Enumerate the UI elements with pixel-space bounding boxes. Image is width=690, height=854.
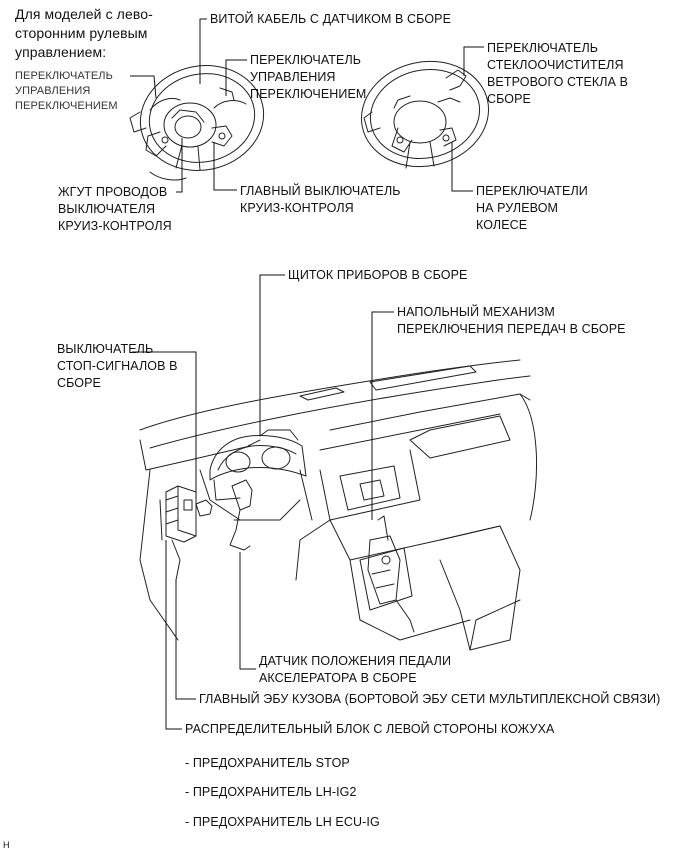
label-accelerator-sensor: ДАТЧИК ПОЛОЖЕНИЯ ПЕДАЛИ АКСЕЛЕРАТОРА В С… (259, 653, 451, 687)
fuse-item: - ПРЕДОХРАНИТЕЛЬ LH ECU-IG (185, 814, 380, 831)
stop-lamp-switch-drawing (195, 499, 213, 517)
label-line: ВЫКЛЮЧАТЕЛЬ (57, 342, 154, 356)
instrument-cluster-drawing (209, 429, 307, 501)
label-line: РАСПРЕДЕЛИТЕЛЬНЫЙ БЛОК С ЛЕВОЙ СТОРОНЫ К… (185, 722, 555, 736)
label-wiper-switch: ПЕРЕКЛЮЧАТЕЛЬ СТЕКЛООЧИСТИТЕЛЯ ВЕТРОВОГО… (487, 40, 628, 108)
corner-mark-text: H (3, 840, 10, 850)
label-line: ПЕРЕКЛЮЧЕНИЯ ПЕРЕДАЧ В СБОРЕ (397, 322, 626, 336)
label-line: ГЛАВНЫЙ ВЫКЛЮЧАТЕЛЬ (240, 184, 401, 198)
note-line: управлением: (15, 44, 107, 60)
label-line: ПЕРЕКЛЮЧАТЕЛИ (476, 184, 588, 198)
leader-lines (130, 18, 484, 730)
label-line: ВЕТРОВОГО СТЕКЛА В (487, 75, 629, 89)
label-cruise-main-switch: ГЛАВНЫЙ ВЫКЛЮЧАТЕЛЬ КРУИЗ-КОНТРОЛЯ (240, 183, 401, 217)
label-line: НАПОЛЬНЫЙ МЕХАНИЗМ (397, 305, 555, 319)
label-line: ПЕРЕКЛЮЧЕНИЕМ (250, 87, 367, 101)
label-line: ПЕРЕКЛЮЧЕНИЕМ (15, 100, 118, 112)
fuse-label: - ПРЕДОХРАНИТЕЛЬ LH ECU-IG (185, 815, 380, 829)
fuse-item: - ПРЕДОХРАНИТЕЛЬ STOP (185, 755, 350, 772)
label-line: ДАТЧИК ПОЛОЖЕНИЯ ПЕДАЛИ (259, 654, 452, 668)
label-instrument-cluster: ЩИТОК ПРИБОРОВ В СБОРЕ (288, 267, 467, 284)
label-floor-shift: НАПОЛЬНЫЙ МЕХАНИЗМ ПЕРЕКЛЮЧЕНИЯ ПЕРЕДАЧ … (397, 304, 626, 338)
label-line: ПЕРЕКЛЮЧАТЕЛЬ (487, 41, 599, 55)
fuse-item: - ПРЕДОХРАНИТЕЛЬ LH-IG2 (185, 784, 357, 801)
label-line: ПЕРЕКЛЮЧАТЕЛЬ (15, 70, 113, 82)
label-spiral-cable: ВИТОЙ КАБЕЛЬ С ДАТЧИКОМ В СБОРЕ (210, 11, 451, 28)
label-line: КРУИЗ-КОНТРОЛЯ (240, 201, 354, 215)
label-line: СБОРЕ (487, 92, 531, 106)
note-line: сторонним рулевым (15, 25, 148, 41)
label-line: ЩИТОК ПРИБОРОВ В СБОРЕ (288, 268, 468, 282)
label-line: ПЕРЕКЛЮЧАТЕЛЬ (250, 53, 362, 67)
label-main-body-ecu: ГЛАВНЫЙ ЭБУ КУЗОВА (БОРТОВОЙ ЭБУ СЕТИ МУ… (199, 691, 660, 708)
label-line: АКСЕЛЕРАТОРА В СБОРЕ (259, 671, 417, 685)
right-steering-wheel-drawing (360, 60, 490, 169)
label-line: СБОРЕ (57, 376, 101, 390)
label-line: КРУИЗ-КОНТРОЛЯ (58, 219, 172, 233)
left-steering-wheel-drawing (129, 65, 265, 181)
label-line: ВИТОЙ КАБЕЛЬ С ДАТЧИКОМ В СБОРЕ (210, 12, 452, 26)
label-line: НА РУЛЕВОМ (476, 201, 559, 215)
note-line: Для моделей с лево- (15, 6, 153, 22)
dashboard-drawing (139, 359, 538, 651)
label-stop-lamp-switch: ВЫКЛЮЧАТЕЛЬ СТОП-СИГНАЛОВ В СБОРЕ (57, 341, 178, 392)
accelerator-pedal-drawing (229, 479, 253, 551)
label-line: ГЛАВНЫЙ ЭБУ КУЗОВА (БОРТОВОЙ ЭБУ СЕТИ МУ… (199, 692, 661, 706)
label-line: ВЫКЛЮЧАТЕЛЯ (58, 202, 156, 216)
label-wheel-switches: ПЕРЕКЛЮЧАТЕЛИ НА РУЛЕВОМ КОЛЕСЕ (476, 183, 588, 234)
label-line: СТОП-СИГНАЛОВ В (57, 359, 178, 373)
fuse-label: - ПРЕДОХРАНИТЕЛЬ LH-IG2 (185, 785, 357, 799)
lhd-models-note: Для моделей с лево- сторонним рулевым уп… (15, 5, 153, 62)
label-shift-switch-center: ПЕРЕКЛЮЧАТЕЛЬ УПРАВЛЕНИЯ ПЕРЕКЛЮЧЕНИЕМ (250, 52, 366, 103)
label-line: УПРАВЛЕНИЯ (250, 70, 336, 84)
corner-mark: H (3, 840, 10, 851)
label-line: УПРАВЛЕНИЯ (15, 85, 91, 97)
label-line: ЖГУТ ПРОВОДОВ (58, 185, 168, 199)
label-line: КОЛЕСЕ (476, 218, 528, 232)
label-junction-block: РАСПРЕДЕЛИТЕЛЬНЫЙ БЛОК С ЛЕВОЙ СТОРОНЫ К… (185, 721, 554, 738)
label-line: СТЕКЛООЧИСТИТЕЛЯ (487, 58, 624, 72)
floor-shift-drawing (359, 515, 415, 633)
label-cruise-harness: ЖГУТ ПРОВОДОВ ВЫКЛЮЧАТЕЛЯ КРУИЗ-КОНТРОЛЯ (58, 184, 172, 235)
fuse-label: - ПРЕДОХРАНИТЕЛЬ STOP (185, 756, 350, 770)
label-shift-switch-left: ПЕРЕКЛЮЧАТЕЛЬ УПРАВЛЕНИЯ ПЕРЕКЛЮЧЕНИЕМ (15, 69, 118, 114)
body-ecu-drawing (159, 485, 197, 581)
